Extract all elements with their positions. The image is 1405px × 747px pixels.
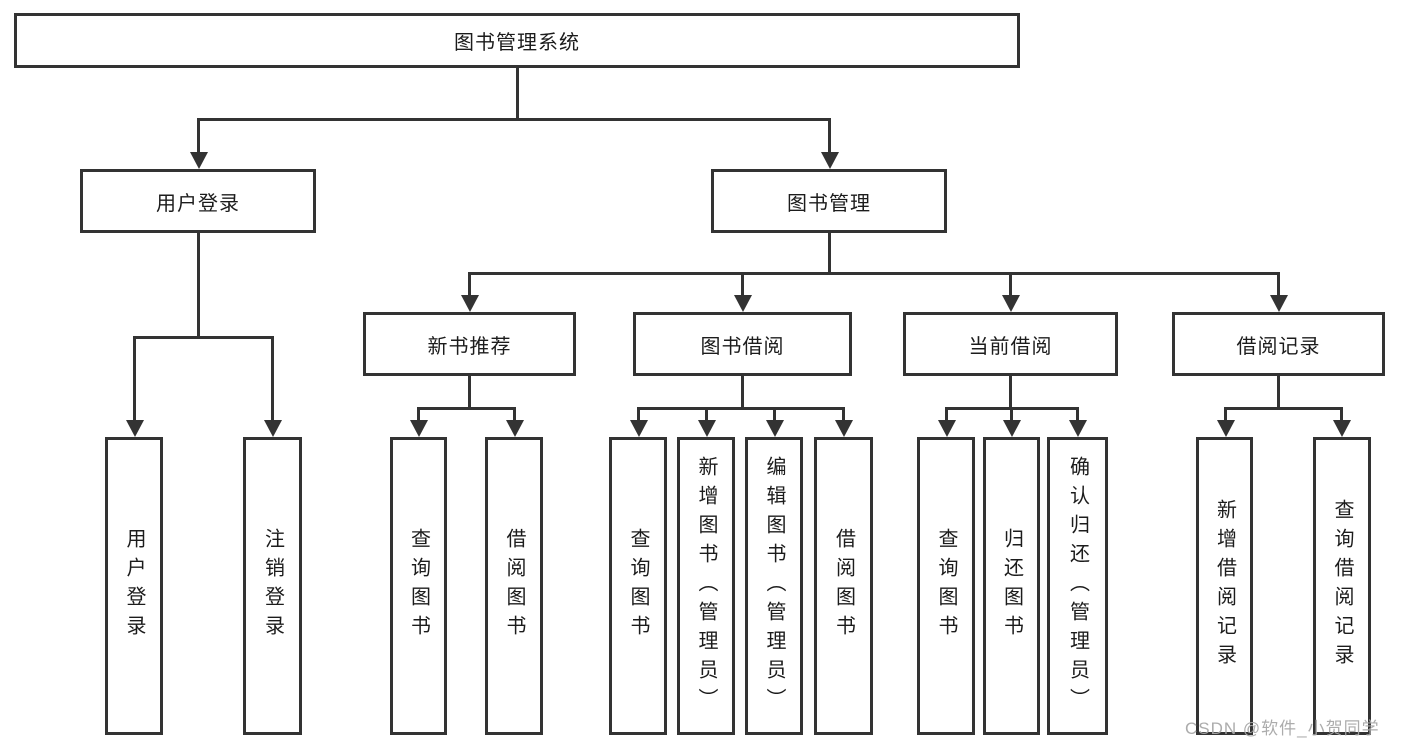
connector-book-mgmt-stem <box>828 233 831 275</box>
connector-borrow-record-rail <box>1224 407 1343 410</box>
node-book-mgmt: 图书管理 <box>711 169 947 233</box>
connector-drop-book-mgmt <box>828 118 831 154</box>
node-book-mgmt-label: 图书管理 <box>787 192 871 215</box>
leaf-label: 借阅图书 <box>832 528 855 644</box>
connector-drop-leaf <box>1340 407 1343 423</box>
leaf-edit-book-admin: 编辑图书（管理员） <box>745 437 803 735</box>
connector-new-book-stem <box>468 376 471 410</box>
leaf-label: 确认归还（管理员） <box>1066 455 1089 717</box>
connector-drop-leaf <box>945 407 948 423</box>
csdn-watermark: CSDN @软件_小贺同学 <box>1185 719 1380 738</box>
arrow-down-icon <box>698 420 716 437</box>
connector-drop-leaf <box>1224 407 1227 423</box>
arrow-down-icon <box>938 420 956 437</box>
arrow-down-icon <box>766 420 784 437</box>
connector-level2-rail <box>468 272 1280 275</box>
connector-drop-leaf <box>417 407 420 423</box>
leaf-label: 归还图书 <box>1000 528 1023 644</box>
connector-drop-leaf <box>271 336 274 422</box>
connector-drop-current-borrow <box>1009 272 1012 298</box>
leaf-label: 编辑图书（管理员） <box>763 455 785 717</box>
node-new-book: 新书推荐 <box>363 312 576 376</box>
arrow-down-icon <box>410 420 428 437</box>
connector-drop-leaf <box>1076 407 1079 423</box>
connector-current-borrow-stem <box>1009 376 1012 410</box>
arrow-down-icon <box>821 152 839 169</box>
connector-book-borrow-stem <box>741 376 744 410</box>
connector-user-login-stem <box>197 233 200 339</box>
leaf-search-book: 查询图书 <box>390 437 447 735</box>
arrow-down-icon <box>835 420 853 437</box>
arrow-down-icon <box>1003 420 1021 437</box>
node-book-borrow-label: 图书借阅 <box>700 335 785 358</box>
arrow-down-icon <box>461 295 479 312</box>
leaf-search-borrow-record: 查询借阅记录 <box>1313 437 1371 735</box>
arrow-down-icon <box>734 295 752 312</box>
node-user-login: 用户登录 <box>80 169 316 233</box>
connector-level1-rail <box>197 118 831 121</box>
leaf-borrow-book: 借阅图书 <box>485 437 543 735</box>
arrow-down-icon <box>1217 420 1235 437</box>
connector-user-login-rail <box>133 336 274 339</box>
connector-drop-leaf <box>842 407 845 423</box>
connector-root-stem <box>516 68 519 121</box>
leaf-add-borrow-record: 新增借阅记录 <box>1196 437 1253 735</box>
node-borrow-record: 借阅记录 <box>1172 312 1385 376</box>
arrow-down-icon <box>1069 420 1087 437</box>
leaf-search-book: 查询图书 <box>609 437 667 735</box>
leaf-label: 用户登录 <box>123 528 145 644</box>
leaf-user-login: 用户登录 <box>105 437 163 735</box>
arrow-down-icon <box>264 420 282 437</box>
leaf-search-book: 查询图书 <box>917 437 975 735</box>
node-root: 图书管理系统 <box>14 13 1020 68</box>
node-book-borrow: 图书借阅 <box>633 312 852 376</box>
arrow-down-icon <box>1270 295 1288 312</box>
arrow-down-icon <box>630 420 648 437</box>
node-current-borrow-label: 当前借阅 <box>968 335 1053 358</box>
connector-drop-new-book <box>468 272 471 298</box>
leaf-label: 注销登录 <box>261 528 284 644</box>
leaf-label: 查询图书 <box>627 528 649 644</box>
leaf-borrow-book: 借阅图书 <box>814 437 873 735</box>
leaf-confirm-return-admin: 确认归还（管理员） <box>1047 437 1108 735</box>
node-user-login-label: 用户登录 <box>156 192 240 215</box>
connector-drop-leaf <box>133 336 136 422</box>
connector-drop-borrow-record <box>1277 272 1280 298</box>
connector-drop-leaf <box>773 407 776 423</box>
connector-drop-leaf <box>1010 407 1013 423</box>
arrow-down-icon <box>126 420 144 437</box>
node-root-label: 图书管理系统 <box>454 32 580 54</box>
connector-drop-user-login <box>197 118 200 154</box>
connector-drop-leaf <box>637 407 640 423</box>
leaf-label: 查询图书 <box>935 528 957 644</box>
leaf-label: 新增借阅记录 <box>1213 499 1236 673</box>
leaf-label: 新增图书（管理员） <box>695 455 717 717</box>
connector-borrow-record-stem <box>1277 376 1280 410</box>
leaf-label: 查询借阅记录 <box>1331 499 1353 673</box>
arrow-down-icon <box>1333 420 1351 437</box>
connector-book-borrow-rail <box>637 407 844 410</box>
node-new-book-label: 新书推荐 <box>427 335 512 358</box>
arrow-down-icon <box>1002 295 1020 312</box>
arrow-down-icon <box>506 420 524 437</box>
leaf-label: 查询图书 <box>407 528 430 644</box>
node-current-borrow: 当前借阅 <box>903 312 1118 376</box>
leaf-return-book: 归还图书 <box>983 437 1040 735</box>
connector-new-book-rail <box>417 407 516 410</box>
leaf-add-book-admin: 新增图书（管理员） <box>677 437 735 735</box>
connector-drop-leaf <box>513 407 516 423</box>
leaf-label: 借阅图书 <box>503 528 525 644</box>
leaf-logout: 注销登录 <box>243 437 302 735</box>
node-borrow-record-label: 借阅记录 <box>1236 335 1321 358</box>
arrow-down-icon <box>190 152 208 169</box>
connector-drop-book-borrow <box>741 272 744 298</box>
connector-drop-leaf <box>705 407 708 423</box>
